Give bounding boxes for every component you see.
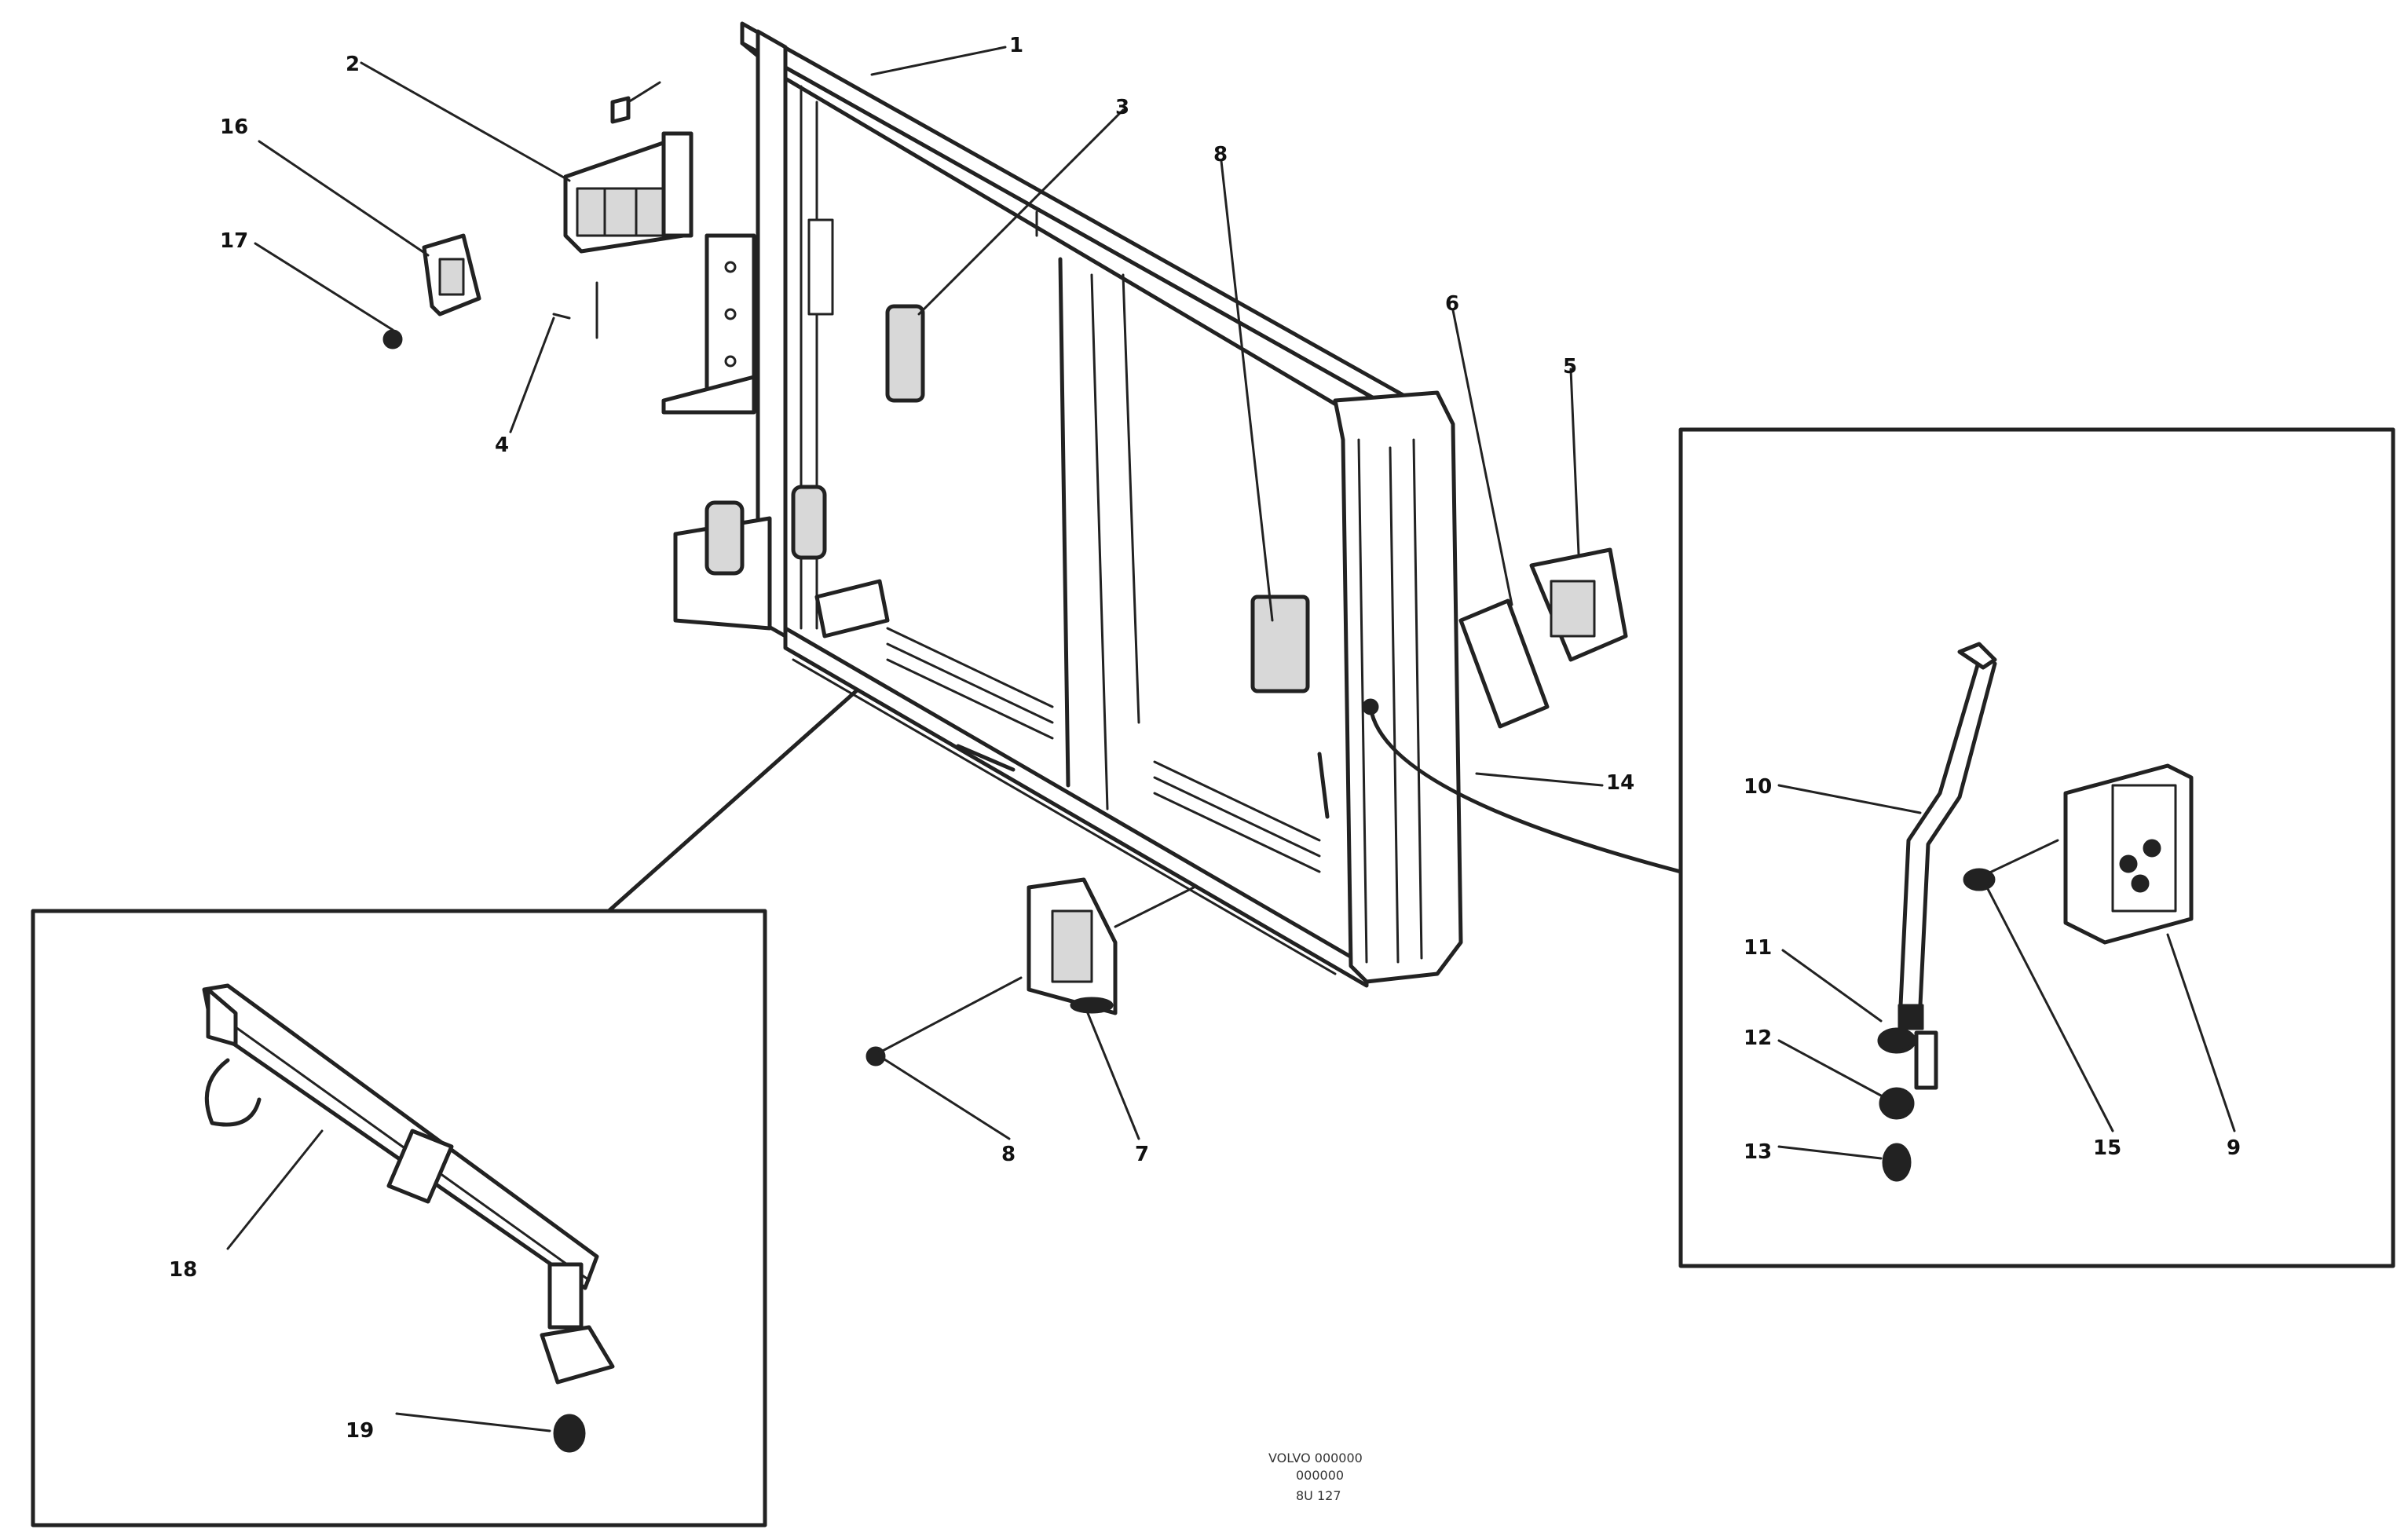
callout-15: 15 xyxy=(2093,1136,2121,1160)
drawing-reference: VOLVO 000000 000000 8U 127 xyxy=(1268,1451,1363,1503)
detail-box-gas-strut xyxy=(31,909,767,1528)
callout-2: 2 xyxy=(346,53,360,76)
callout-3: 3 xyxy=(1115,96,1129,119)
footer-line-2: 000000 xyxy=(1296,1468,1344,1483)
callout-7: 7 xyxy=(1135,1143,1149,1166)
radiator-frame xyxy=(661,21,1463,988)
callout-13: 13 xyxy=(1744,1140,1772,1164)
callout-11: 11 xyxy=(1744,936,1772,960)
bottom-bracket xyxy=(865,877,1195,1067)
callout-labels: 1 2 3 4 5 6 7 8 8 9 10 11 12 13 14 15 16… xyxy=(169,34,2241,1443)
callout-8: 8 xyxy=(1001,1143,1016,1166)
footer-line-3: 8U 127 xyxy=(1296,1488,1341,1503)
callout-9: 9 xyxy=(2227,1136,2241,1160)
callout-5: 5 xyxy=(1563,355,1577,379)
callout-10: 10 xyxy=(1744,775,1772,799)
callout-8b: 8 xyxy=(1213,143,1228,166)
footer-line-1: VOLVO 000000 xyxy=(1268,1451,1363,1465)
callout-19: 19 xyxy=(346,1419,374,1443)
callout-12: 12 xyxy=(1744,1026,1772,1050)
callout-6: 6 xyxy=(1445,292,1459,316)
callout-18: 18 xyxy=(169,1258,197,1282)
detail-box-latch xyxy=(1678,427,2395,1268)
leader-lines xyxy=(254,46,1683,1140)
callout-17: 17 xyxy=(220,229,248,253)
seal-plates xyxy=(1458,547,1628,729)
callout-16: 16 xyxy=(220,115,248,139)
callout-14: 14 xyxy=(1606,771,1634,795)
hinge-assembly xyxy=(382,81,693,349)
callout-1: 1 xyxy=(1009,34,1023,57)
callout-4: 4 xyxy=(495,434,509,457)
